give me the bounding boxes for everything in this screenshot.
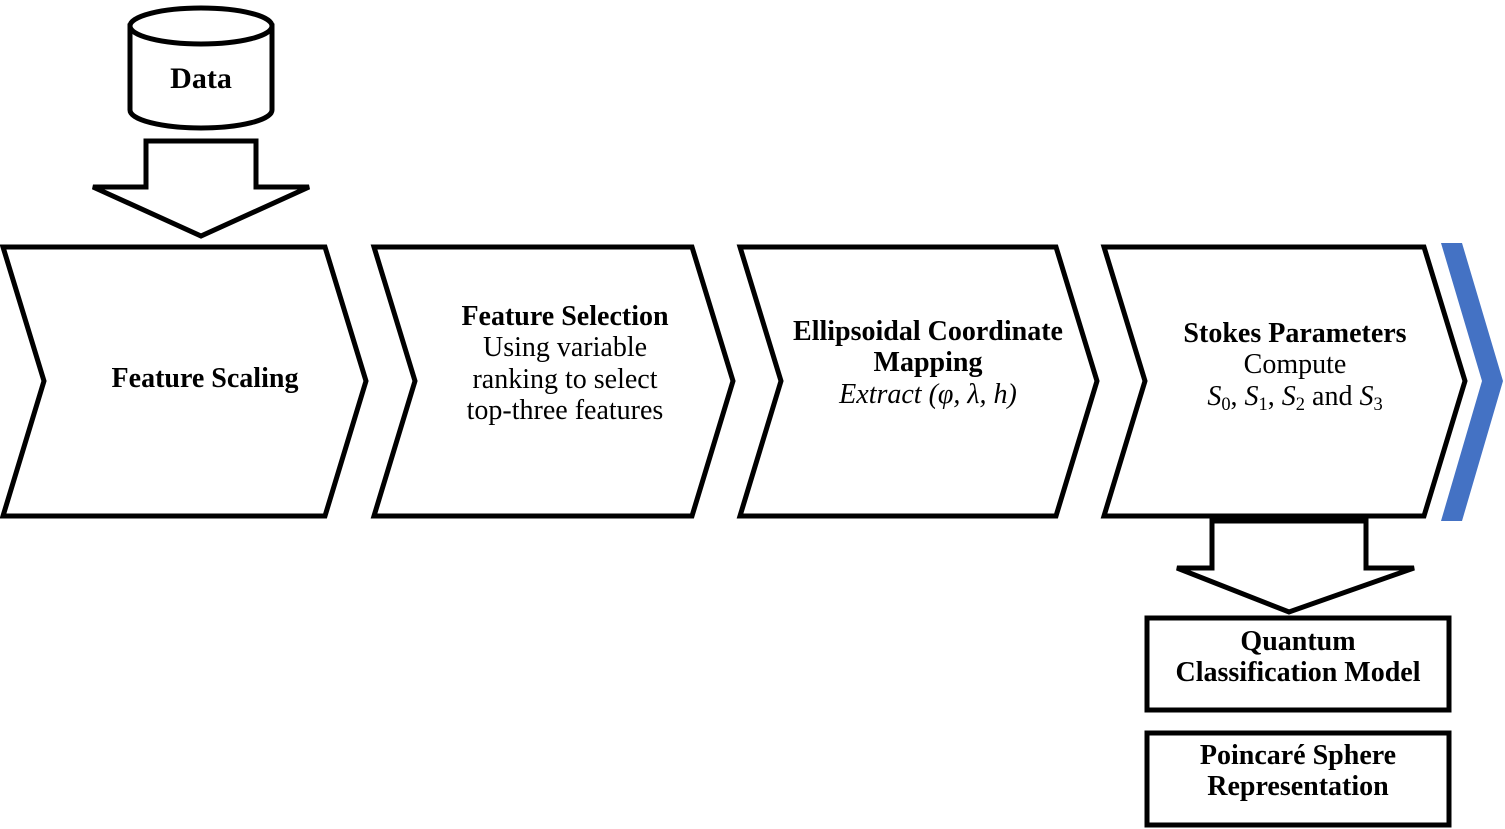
down-arrow-icon-bottom xyxy=(1176,518,1415,615)
stage-stokes-parameters-text: Stokes Parameters Compute S0, S1, S2 and… xyxy=(1145,318,1445,415)
stage-line: Using variable xyxy=(482,332,648,364)
down-arrow-icon-top xyxy=(91,138,311,239)
accent-chevron-stripe xyxy=(1441,243,1503,521)
chevron-ellipsoidal-coordinate-mapping xyxy=(736,244,1100,519)
stokes-symbol: S2 xyxy=(1281,380,1306,414)
stage-line: ranking to select xyxy=(472,363,658,395)
stage-line: Extract (φ, λ, h) xyxy=(839,378,1017,410)
box-poincare-sphere-representation xyxy=(1144,730,1452,828)
stage-line: top-three features xyxy=(466,395,664,427)
chevron-feature-scaling xyxy=(0,244,369,519)
output-line-2: Representation xyxy=(1207,771,1389,803)
stage-feature-scaling-text: Feature Scaling xyxy=(60,363,350,394)
output-line-1: Quantum xyxy=(1240,626,1356,657)
stage-feature-selection-text: Feature Selection Using variable ranking… xyxy=(420,301,710,426)
output-line-1: Poincaré Sphere xyxy=(1199,740,1397,771)
stage-heading-line-2: Mapping xyxy=(873,347,983,379)
stokes-symbol: S0 xyxy=(1207,380,1231,414)
stage-heading: Feature Selection xyxy=(461,301,669,332)
stokes-symbol: S3 xyxy=(1359,380,1383,414)
chevron-feature-selection xyxy=(370,244,736,519)
output-line-2: Classification Model xyxy=(1175,657,1421,689)
output-quantum-classification-model-text: Quantum Classification Model xyxy=(1150,626,1446,689)
cylinder-icon xyxy=(127,5,275,131)
box-quantum-classification-model xyxy=(1144,615,1452,713)
stokes-symbol: S1 xyxy=(1244,380,1268,414)
stage-heading-line-1: Ellipsoidal Coordinate xyxy=(793,316,1063,347)
data-source-label: Data xyxy=(170,62,232,95)
stage-heading: Feature Scaling xyxy=(111,363,299,394)
stage-heading: Stokes Parameters xyxy=(1183,318,1407,349)
stage-ellipsoidal-coordinate-mapping-text: Ellipsoidal Coordinate Mapping Extract (… xyxy=(770,316,1086,410)
stage-line: Compute xyxy=(1243,349,1347,381)
stokes-formula: S0, S1, S2 and S3 xyxy=(1207,380,1383,414)
output-poincare-sphere-representation-text: Poincaré Sphere Representation xyxy=(1150,740,1446,803)
chevron-stokes-parameters xyxy=(1100,244,1468,519)
